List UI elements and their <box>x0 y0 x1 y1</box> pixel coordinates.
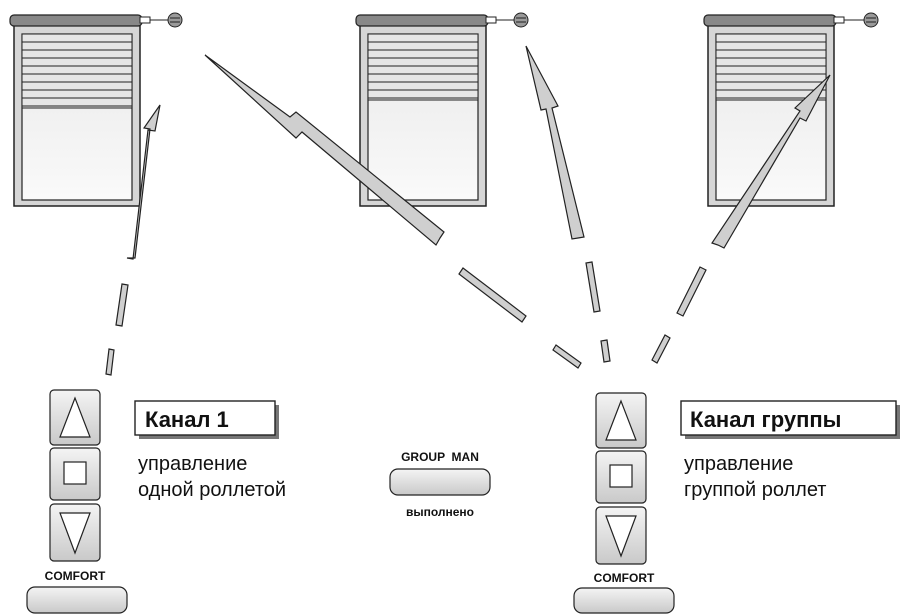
signal-arrow-group-window3 <box>651 74 831 364</box>
window-2 <box>355 12 529 207</box>
group-remote: COMFORT <box>573 392 675 614</box>
group-up-button[interactable] <box>595 392 647 449</box>
up-triangle-icon <box>605 399 637 441</box>
roller-box-2 <box>355 14 489 27</box>
group-man-status: выполнено <box>406 505 474 519</box>
channel1-title-box: Канал 1 <box>134 400 279 439</box>
roller-box-3 <box>703 14 837 27</box>
group-man-button[interactable] <box>389 468 491 496</box>
channel1-desc-line2: одной роллетой <box>138 479 286 501</box>
signal-arrow-group-window1 <box>204 54 582 369</box>
signal-arrow-group-window2 <box>525 45 611 363</box>
group-stop-button[interactable] <box>595 450 647 504</box>
roller-box-1 <box>9 14 143 27</box>
down-triangle-icon <box>605 515 637 558</box>
shutter-slats-2 <box>367 33 479 101</box>
group-man-control: GROUP MAN выполнено <box>389 450 491 519</box>
group-title: Канал группы <box>690 407 841 432</box>
window-3 <box>703 12 879 207</box>
channel1-remote: COMFORT <box>26 389 128 614</box>
channel1-up-button[interactable] <box>49 389 101 446</box>
group-comfort-label: COMFORT <box>594 571 655 585</box>
down-triangle-icon <box>59 512 91 555</box>
motor-icon <box>513 12 529 28</box>
channel1-comfort-button[interactable] <box>26 586 128 614</box>
group-desc-line2: группой роллет <box>684 479 826 501</box>
channel1-desc-line1: управление <box>138 453 247 475</box>
channel1-down-button[interactable] <box>49 503 101 562</box>
window-1 <box>9 12 183 207</box>
shutter-slats-3 <box>715 33 827 101</box>
motor-icon <box>167 12 183 28</box>
signal-arrows <box>105 45 831 376</box>
group-comfort-button[interactable] <box>573 587 675 614</box>
group-title-box: Канал группы <box>680 400 900 439</box>
signal-arrow-channel1 <box>105 104 161 376</box>
shutter-slats-1 <box>21 33 133 109</box>
channel1-stop-button[interactable] <box>49 447 101 501</box>
channel1-comfort-label: COMFORT <box>45 569 106 583</box>
channel1-title: Канал 1 <box>145 407 229 432</box>
motor-icon <box>863 12 879 28</box>
group-man-label: GROUP MAN <box>401 450 479 464</box>
group-desc-line1: управление <box>684 453 793 475</box>
group-down-button[interactable] <box>595 506 647 565</box>
stop-square-icon <box>63 461 87 485</box>
stop-square-icon <box>609 464 633 488</box>
up-triangle-icon <box>59 396 91 438</box>
